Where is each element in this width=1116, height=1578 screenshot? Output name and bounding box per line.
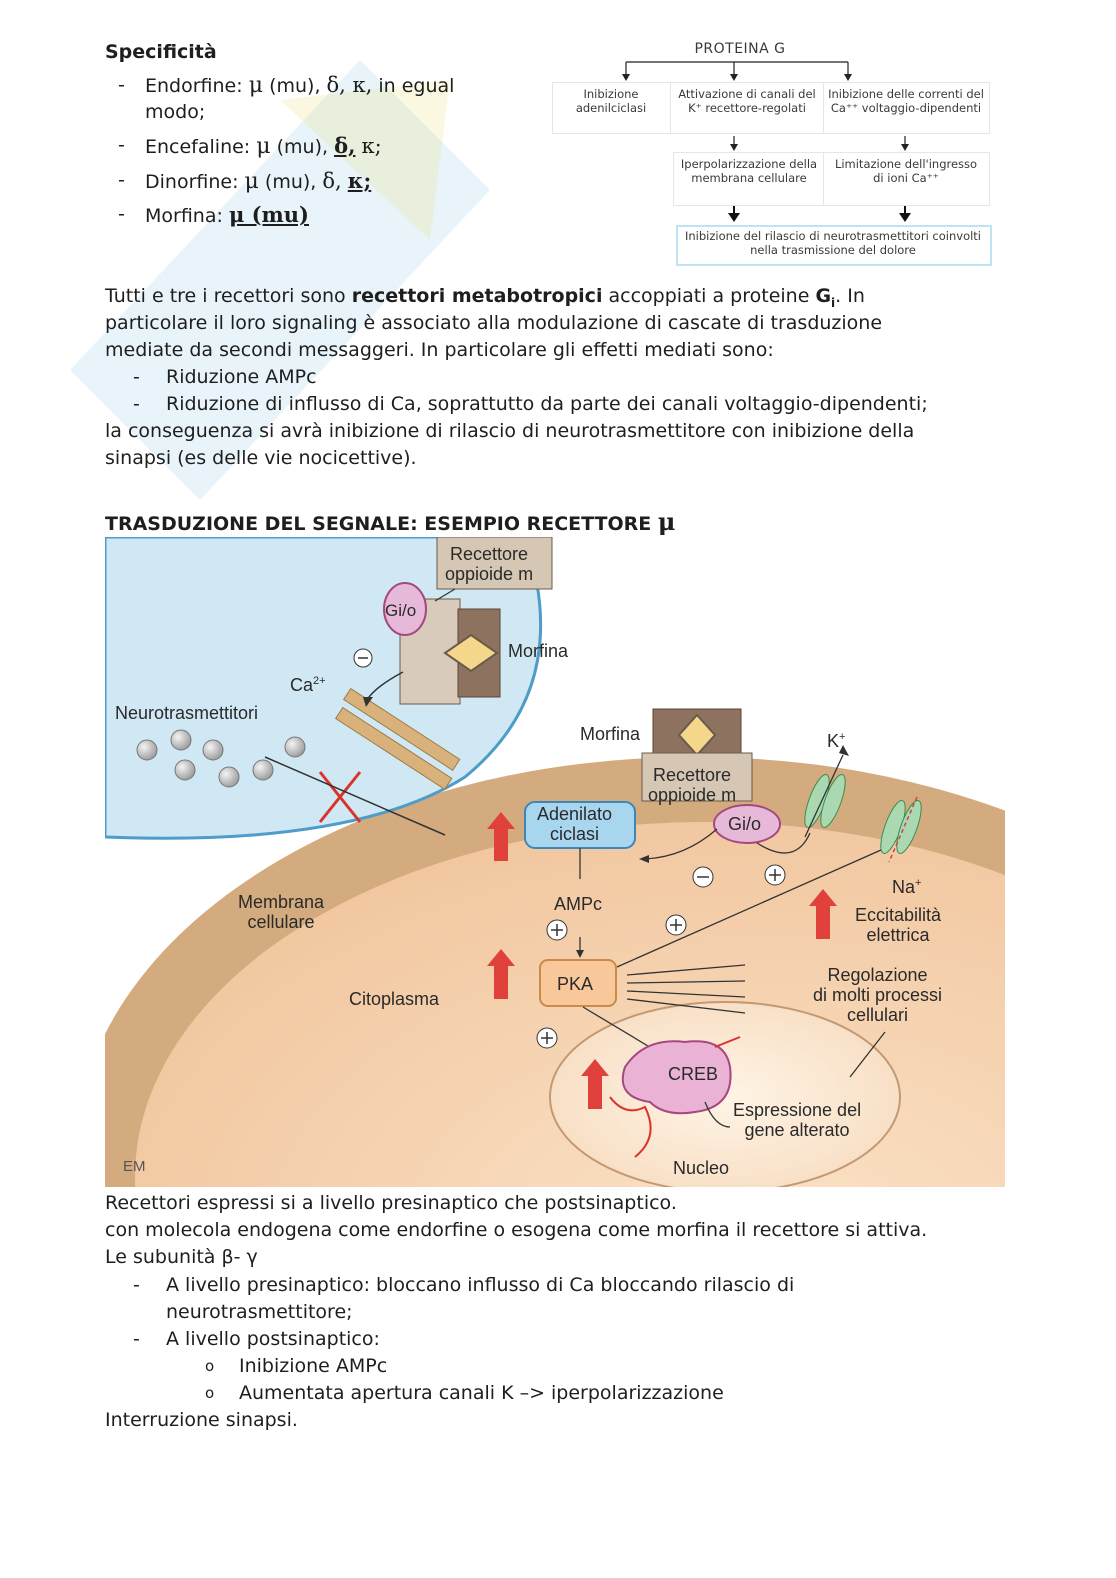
list-item: - Endorfine: μ (mu), δ, κ, in egual [118,73,455,98]
paragraph-line: Interruzione sinapsi. [105,1409,298,1431]
list-item: - Encefaline: μ (mu), δ, κ; [118,133,382,159]
flow-mid-arrows [730,136,909,151]
gio-mid-label: Gi/o [728,814,762,834]
paragraph-line: particolare il loro signaling è associat… [105,312,883,334]
paragraph-line: Recettori espressi si a livello presinap… [105,1192,677,1214]
flow-bottom-arrows [728,206,911,222]
flow-mid3: Limitazione dell'ingresso di ioni Ca⁺⁺ [834,157,978,185]
list-item: - Morfina: μ (mu) [118,202,309,227]
morfina-top-label: Morfina [508,641,569,661]
gio-top-label: Gi/o [385,601,417,620]
ca-label: Ca2+ [290,675,326,695]
specificity-title: Specificità [105,41,217,63]
k-label: K+ [827,731,846,751]
section-title: TRASDUZIONE DEL SEGNALE: ESEMPIO RECETTO… [105,507,676,536]
na-label: Na+ [892,877,922,897]
publisher-logo: EM [123,1158,146,1175]
paragraph-line: mediate da secondi messaggeri. In partic… [105,339,774,361]
list-item: -A livello presinaptico: bloccano influs… [133,1274,795,1296]
paragraph-line: la conseguenza si avrà inibizione di ril… [105,420,915,442]
neurotrasmettitori-label: Neurotrasmettitori [115,703,259,723]
pka-label: PKA [557,974,594,994]
morfina-mid-label: Morfina [580,724,641,744]
paragraph-line: sinapsi (es delle vie nocicettive). [105,447,417,469]
flow-top-label: PROTEINA G [694,41,786,57]
flow-mid2: Iperpolarizzazione della membrana cellul… [680,157,818,185]
list-item: -A livello postsinaptico: [133,1328,380,1350]
citoplasma-label: Citoplasma [349,989,440,1009]
list-item: - Dinorfine: μ (mu), δ, κ; [118,168,372,194]
list-item-continuation: neurotrasmettitore; [166,1301,353,1323]
paragraph-line: con molecola endogena come endorfine o e… [105,1219,928,1241]
list-item: -Riduzione di influsso di Ca, soprattutt… [133,393,928,415]
flow-col2: Attivazione di canali del K⁺ recettore-r… [678,87,816,115]
ampc-label: AMPc [554,894,603,914]
flow-col3: Inibizione delle correnti del Ca⁺⁺ volta… [828,87,984,115]
flow-branch-arrows [622,61,852,81]
list-item: -Riduzione AMPc [133,366,317,388]
nucleo-label: Nucleo [673,1158,730,1178]
flow-bottom: Inibizione del rilascio di neurotrasmett… [684,229,982,257]
paragraph-line: Tutti e tre i recettori sono recettori m… [105,285,865,310]
paragraph-line: Le subunità β- γ [105,1246,258,1268]
list-item-continuation: modo; [145,101,206,123]
creb-label: CREB [668,1064,719,1084]
diagram-shapes [105,537,1005,1187]
flow-col1: Inibizione adenilciclasi [575,87,647,115]
